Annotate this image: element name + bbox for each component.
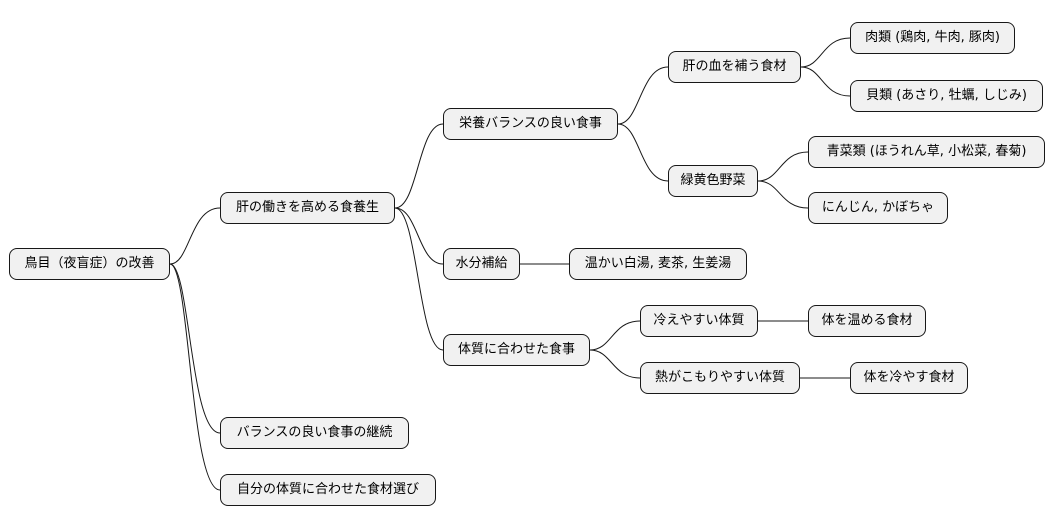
edge-constitution-hot: [589, 349, 641, 379]
node-continue-balanced[interactable]: バランスの良い食事の継続: [220, 417, 409, 449]
node-constitution-diet[interactable]: 体質に合わせた食事: [443, 334, 590, 366]
edge-blood-shellfish: [800, 66, 851, 97]
node-green-yellow-vegetables[interactable]: 緑黄色野菜: [668, 165, 758, 197]
edge-liver-hydration: [394, 207, 444, 265]
edge-constitution-cold: [589, 320, 641, 351]
node-choose-by-constitution[interactable]: 自分の体質に合わせた食材選び: [220, 474, 436, 506]
edge-blood-meat: [800, 37, 851, 68]
edge-balanced-vegetables: [617, 123, 669, 182]
node-warm-drinks[interactable]: 温かい白湯, 麦茶, 生姜湯: [569, 248, 747, 280]
node-hot-constitution[interactable]: 熱がこもりやすい体質: [640, 362, 800, 394]
node-cold-constitution[interactable]: 冷えやすい体質: [640, 305, 758, 337]
node-carrot-pumpkin[interactable]: にんじん, かぼちゃ: [808, 192, 948, 224]
edge-vegetables-leafy: [757, 151, 809, 182]
edge-liver-constitution: [394, 207, 444, 351]
edge-root-continue: [169, 263, 221, 434]
node-balanced-meal[interactable]: 栄養バランスの良い食事: [443, 108, 618, 140]
node-blood-food[interactable]: 肝の血を補う食材: [668, 51, 801, 83]
edge-balanced-blood: [617, 66, 669, 125]
edge-vegetables-carrot: [757, 180, 809, 209]
edge-root-liver: [169, 207, 221, 265]
node-cooling-food[interactable]: 体を冷やす食材: [850, 362, 968, 394]
root-node[interactable]: 鳥目（夜盲症）の改善: [9, 248, 170, 280]
edge-root-choose: [169, 263, 221, 491]
node-warming-food[interactable]: 体を温める食材: [808, 305, 926, 337]
node-leafy-greens[interactable]: 青菜類 (ほうれん草, 小松菜, 春菊): [808, 136, 1045, 168]
node-meat[interactable]: 肉類 (鶏肉, 牛肉, 豚肉): [850, 22, 1015, 54]
node-liver-diet[interactable]: 肝の働きを高める食養生: [220, 192, 395, 224]
edge-liver-balanced: [394, 123, 444, 209]
node-hydration[interactable]: 水分補給: [443, 248, 520, 280]
node-shellfish[interactable]: 貝類 (あさり, 牡蠣, しじみ): [850, 80, 1043, 112]
